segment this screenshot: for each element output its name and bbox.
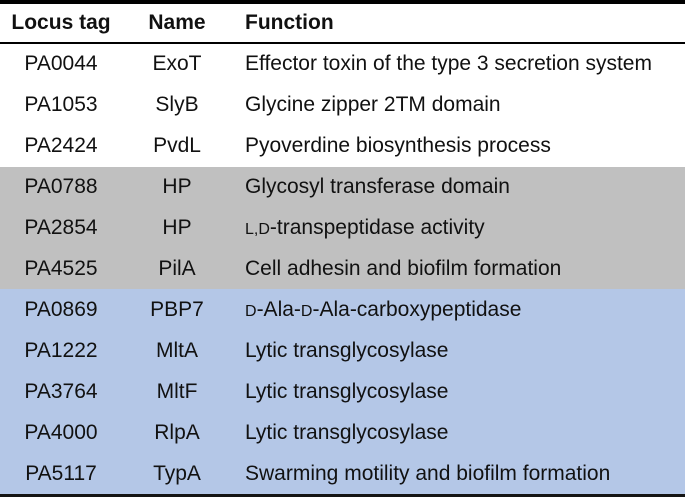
function-cell: D-Ala-D-Ala-carboxypeptidase	[245, 297, 522, 321]
locus-cell: PA5117	[25, 461, 97, 485]
locus-cell: PA4000	[24, 420, 98, 444]
locus-cell: PA2854	[24, 216, 98, 240]
function-cell: Lytic transglycosylase	[245, 379, 449, 403]
name-cell: PvdL	[153, 134, 201, 158]
table-row: PA2854 HP L,D-transpeptidase activity	[0, 207, 685, 249]
name-cell: HP	[162, 216, 192, 240]
locus-cell: PA2424	[24, 134, 98, 158]
column-header-function: Function	[245, 11, 334, 34]
table-row: PA4000 RlpA Lytic transglycosylase	[0, 412, 685, 454]
table-row: PA5117 TypA Swarming motility and biofilm …	[0, 453, 685, 494]
table-row: PA2424 PvdL Pyoverdine biosynthesis proces…	[0, 125, 685, 167]
locus-cell: PA1222	[24, 338, 98, 362]
table-row: PA4525 PilA Cell adhesin and biofilm forma…	[0, 248, 685, 290]
column-header-locus-tag: Locus tag	[11, 11, 111, 34]
table-row: PA0044 ExoT Effector toxin of the type 3 s…	[0, 44, 685, 85]
function-cell: Lytic transglycosylase	[245, 420, 449, 444]
function-cell: Swarming motility and biofilm formation	[245, 461, 611, 485]
function-cell: Pyoverdine biosynthesis process	[245, 134, 551, 158]
name-cell: ExoT	[152, 52, 202, 76]
locus-cell: PA1053	[24, 93, 98, 117]
name-cell: MltF	[156, 379, 198, 403]
name-cell: TypA	[153, 461, 201, 485]
function-cell: Glycosyl transferase domain	[245, 175, 510, 199]
function-cell: Cell adhesin and biofilm formation	[245, 256, 562, 280]
name-cell: RlpA	[154, 420, 200, 444]
name-cell: PBP7	[150, 297, 204, 321]
table-row: PA0869 PBP7 D-Ala-D-Ala-carboxypeptidase	[0, 289, 685, 331]
name-cell: MltA	[156, 338, 198, 362]
function-cell: Effector toxin of the type 3 secretion s…	[245, 52, 652, 76]
table-row: PA3764 MltF Lytic transglycosylase	[0, 371, 685, 413]
table-row: PA0788 HP Glycosyl transferase domain	[0, 166, 685, 208]
function-cell: Lytic transglycosylase	[245, 338, 449, 362]
name-cell: PilA	[158, 256, 196, 280]
table-row: PA1222 MltA Lytic transglycosylase	[0, 330, 685, 372]
table-header-row: Locus tag Name Function	[0, 4, 685, 44]
locus-cell: PA3764	[24, 379, 98, 403]
function-cell: L,D-transpeptidase activity	[245, 216, 485, 240]
locus-cell: PA0869	[24, 297, 98, 321]
table-body: PA0044 ExoT Effector toxin of the type 3 s…	[0, 44, 685, 494]
name-cell: HP	[162, 175, 192, 199]
name-cell: SlyB	[155, 93, 199, 117]
locus-cell: PA0044	[24, 52, 98, 76]
column-header-name: Name	[148, 11, 206, 34]
function-cell: Glycine zipper 2TM domain	[245, 93, 501, 117]
table-row: PA1053 SlyB Glycine zipper 2TM domain	[0, 84, 685, 126]
locus-cell: PA4525	[24, 256, 98, 280]
locus-cell: PA0788	[24, 175, 98, 199]
